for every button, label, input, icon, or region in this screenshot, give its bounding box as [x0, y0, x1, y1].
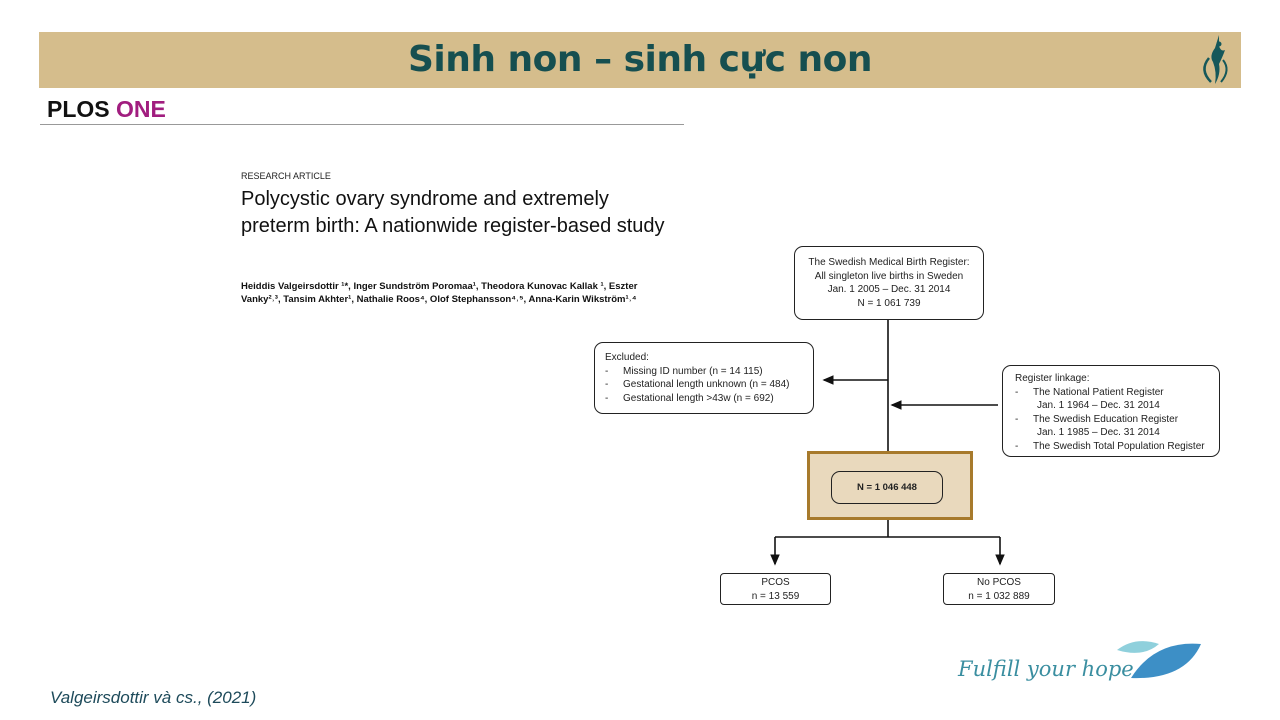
article-type: RESEARCH ARTICLE	[241, 171, 331, 181]
flow-source-box: The Swedish Medical Birth Register: All …	[794, 246, 984, 320]
excluded-item: Missing ID number (n = 14 115)	[605, 365, 813, 379]
divider	[40, 124, 684, 125]
linkage-item: The Swedish Education Register	[1015, 413, 1219, 427]
linkage-item: The Swedish Total Population Register	[1015, 440, 1219, 454]
flow-excluded-box: Excluded: Missing ID number (n = 14 115)…	[594, 342, 814, 414]
citation: Valgeirsdottir và cs., (2021)	[50, 688, 257, 707]
nopcos-count: n = 1 032 889	[968, 590, 1030, 602]
flow-linkage-box: Register linkage: The National Patient R…	[1002, 365, 1220, 457]
source-line: Jan. 1 2005 – Dec. 31 2014	[827, 284, 951, 295]
pcos-box: PCOS n = 13 559	[720, 573, 831, 605]
linkage-date: Jan. 1 1964 – Dec. 31 2014	[1037, 400, 1160, 411]
excluded-item: Gestational length >43w (n = 692)	[605, 392, 813, 406]
source-line: All singleton live births in Sweden	[814, 270, 964, 282]
article-title: Polycystic ovary syndrome and extremely …	[241, 188, 665, 237]
pcos-label: PCOS	[761, 577, 790, 588]
article-authors: Heiddis Valgeirsdottir ¹*, Inger Sundstr…	[241, 281, 638, 305]
tagline: Fulfill your hope	[958, 657, 1134, 681]
journal-name-plos: PLOS	[47, 96, 110, 122]
source-line: N = 1 061 739	[857, 297, 921, 309]
linkage-date: Jan. 1 1985 – Dec. 31 2014	[1037, 427, 1160, 438]
excluded-item: Gestational length unknown (n = 484)	[605, 378, 813, 392]
source-line: The Swedish Medical Birth Register:	[808, 257, 970, 268]
journal-name-one: ONE	[116, 96, 166, 122]
nopcos-box: No PCOS n = 1 032 889	[943, 573, 1055, 605]
linkage-item: The National Patient Register	[1015, 386, 1219, 400]
nopcos-label: No PCOS	[977, 577, 1021, 588]
linkage-title: Register linkage:	[1015, 373, 1090, 384]
journal-logo: PLOS ONE	[47, 96, 166, 123]
excluded-title: Excluded:	[605, 352, 649, 363]
logo-figure-icon	[1203, 35, 1228, 84]
cohort-box: N = 1 046 448	[831, 471, 943, 504]
title-banner: Sinh non – sinh cực non	[39, 32, 1241, 88]
cohort-highlight: N = 1 046 448	[807, 451, 973, 520]
slide-title: Sinh non – sinh cực non	[407, 39, 873, 80]
pcos-count: n = 13 559	[751, 590, 800, 602]
leaves-logo-icon	[1117, 641, 1201, 679]
